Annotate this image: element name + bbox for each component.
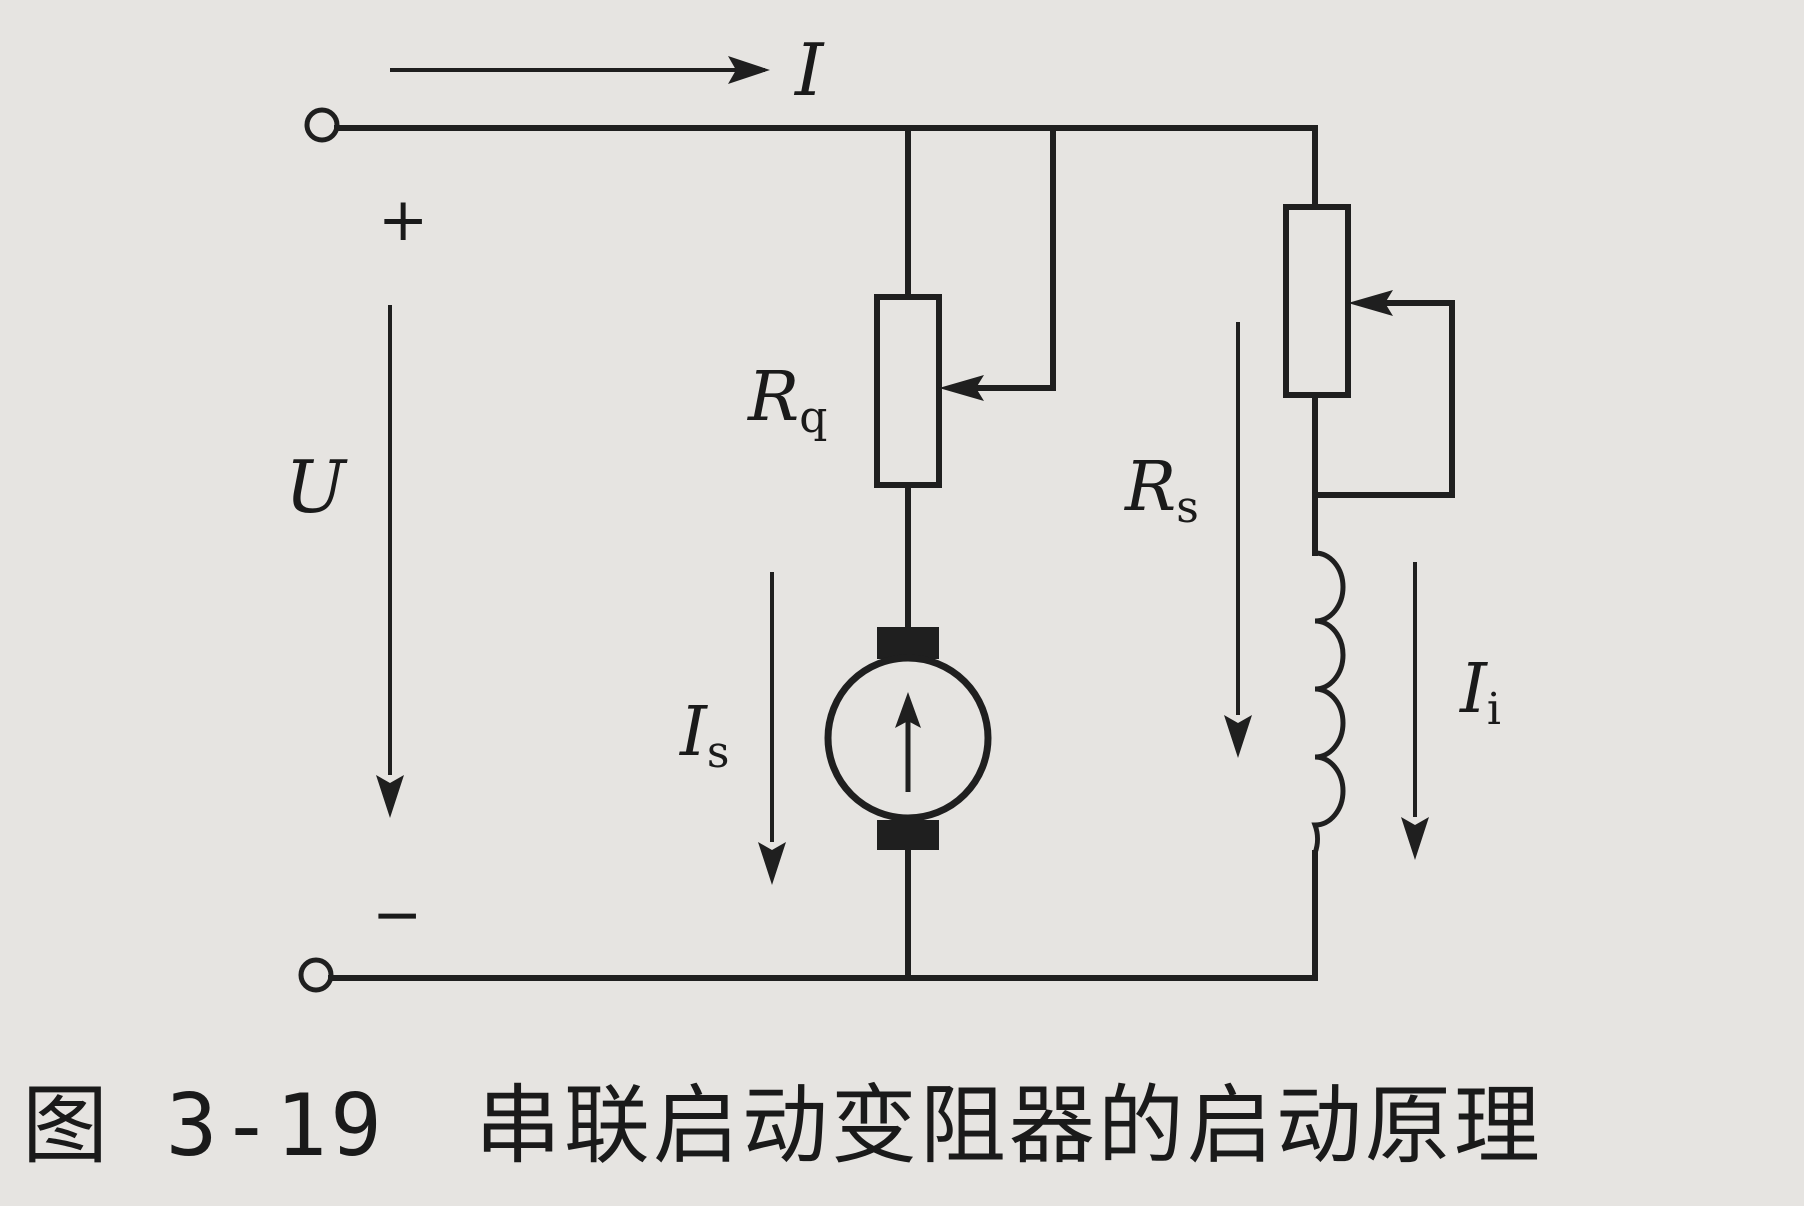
field-resistor-rs [1283, 204, 1351, 398]
rq-wiper-arrowhead [939, 375, 984, 401]
brush-bottom [877, 820, 939, 850]
rq-label: Rq [746, 358, 827, 443]
field-winding [1311, 550, 1346, 854]
is-label: Is [678, 693, 729, 778]
voltage-arrowhead [376, 775, 404, 818]
minus-sign: − [372, 880, 422, 950]
current-total-arrowhead [728, 56, 770, 84]
rs-wiper-wire [1312, 300, 1455, 498]
figure-title: 串联启动变阻器的启动原理 [474, 1076, 1543, 1176]
brush-top [877, 627, 939, 659]
ii-label: Ii [1458, 650, 1501, 735]
motor-arrow-head [895, 692, 921, 728]
current-total-label: I [793, 28, 825, 112]
bottom-terminal [298, 957, 334, 993]
rs-current-arrowhead [1224, 715, 1252, 758]
rs-label: Rs [1123, 448, 1199, 533]
top-terminal [304, 107, 340, 143]
plus-sign: + [378, 185, 428, 255]
voltage-label: U [285, 445, 348, 529]
figure-caption: 图 3-19 串联启动变阻器的启动原理 [22, 1055, 1543, 1180]
rq-wiper-wire [959, 125, 1056, 391]
field-current-arrowhead [1401, 817, 1429, 860]
start-resistor-rq [874, 294, 942, 488]
circuit-diagram: I + U − Rq Is Rs Ii [285, 28, 1501, 993]
rs-wiper-arrowhead [1348, 290, 1393, 316]
figure-number: 图 3-19 [22, 1076, 385, 1176]
armature-current-arrowhead [758, 842, 786, 885]
